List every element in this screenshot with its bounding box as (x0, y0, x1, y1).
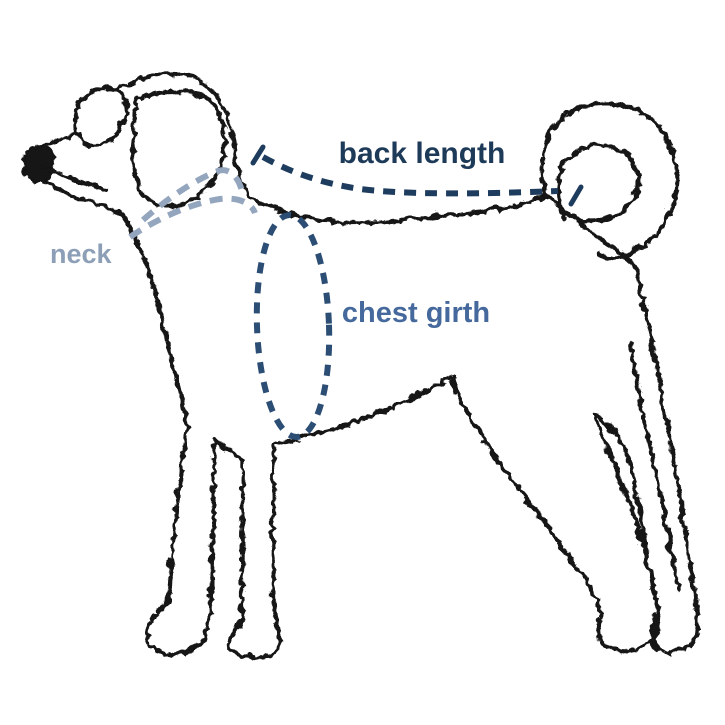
ear-back (129, 86, 226, 207)
neck-label: neck (50, 239, 112, 269)
measurement-annotations (128, 144, 584, 440)
back-length-end-tick (568, 184, 584, 207)
neck-measure-band-upper (141, 167, 246, 223)
ear-front-tuft (71, 83, 128, 146)
back-length-start-tick (250, 144, 266, 166)
chest-girth-label: chest girth (341, 297, 491, 329)
nose (20, 143, 54, 181)
chest-girth-measure-ellipse (253, 212, 333, 440)
tail-inner-loop (554, 141, 639, 222)
tail-curl-outline (537, 98, 677, 258)
dog-body-outline (24, 69, 698, 658)
back-length-label: back length (338, 137, 506, 170)
hind-leg-divider-line (625, 337, 680, 591)
mouth-line (39, 161, 109, 191)
neck-measure-band-lower (128, 195, 258, 240)
back-length-measure-line (261, 154, 559, 197)
